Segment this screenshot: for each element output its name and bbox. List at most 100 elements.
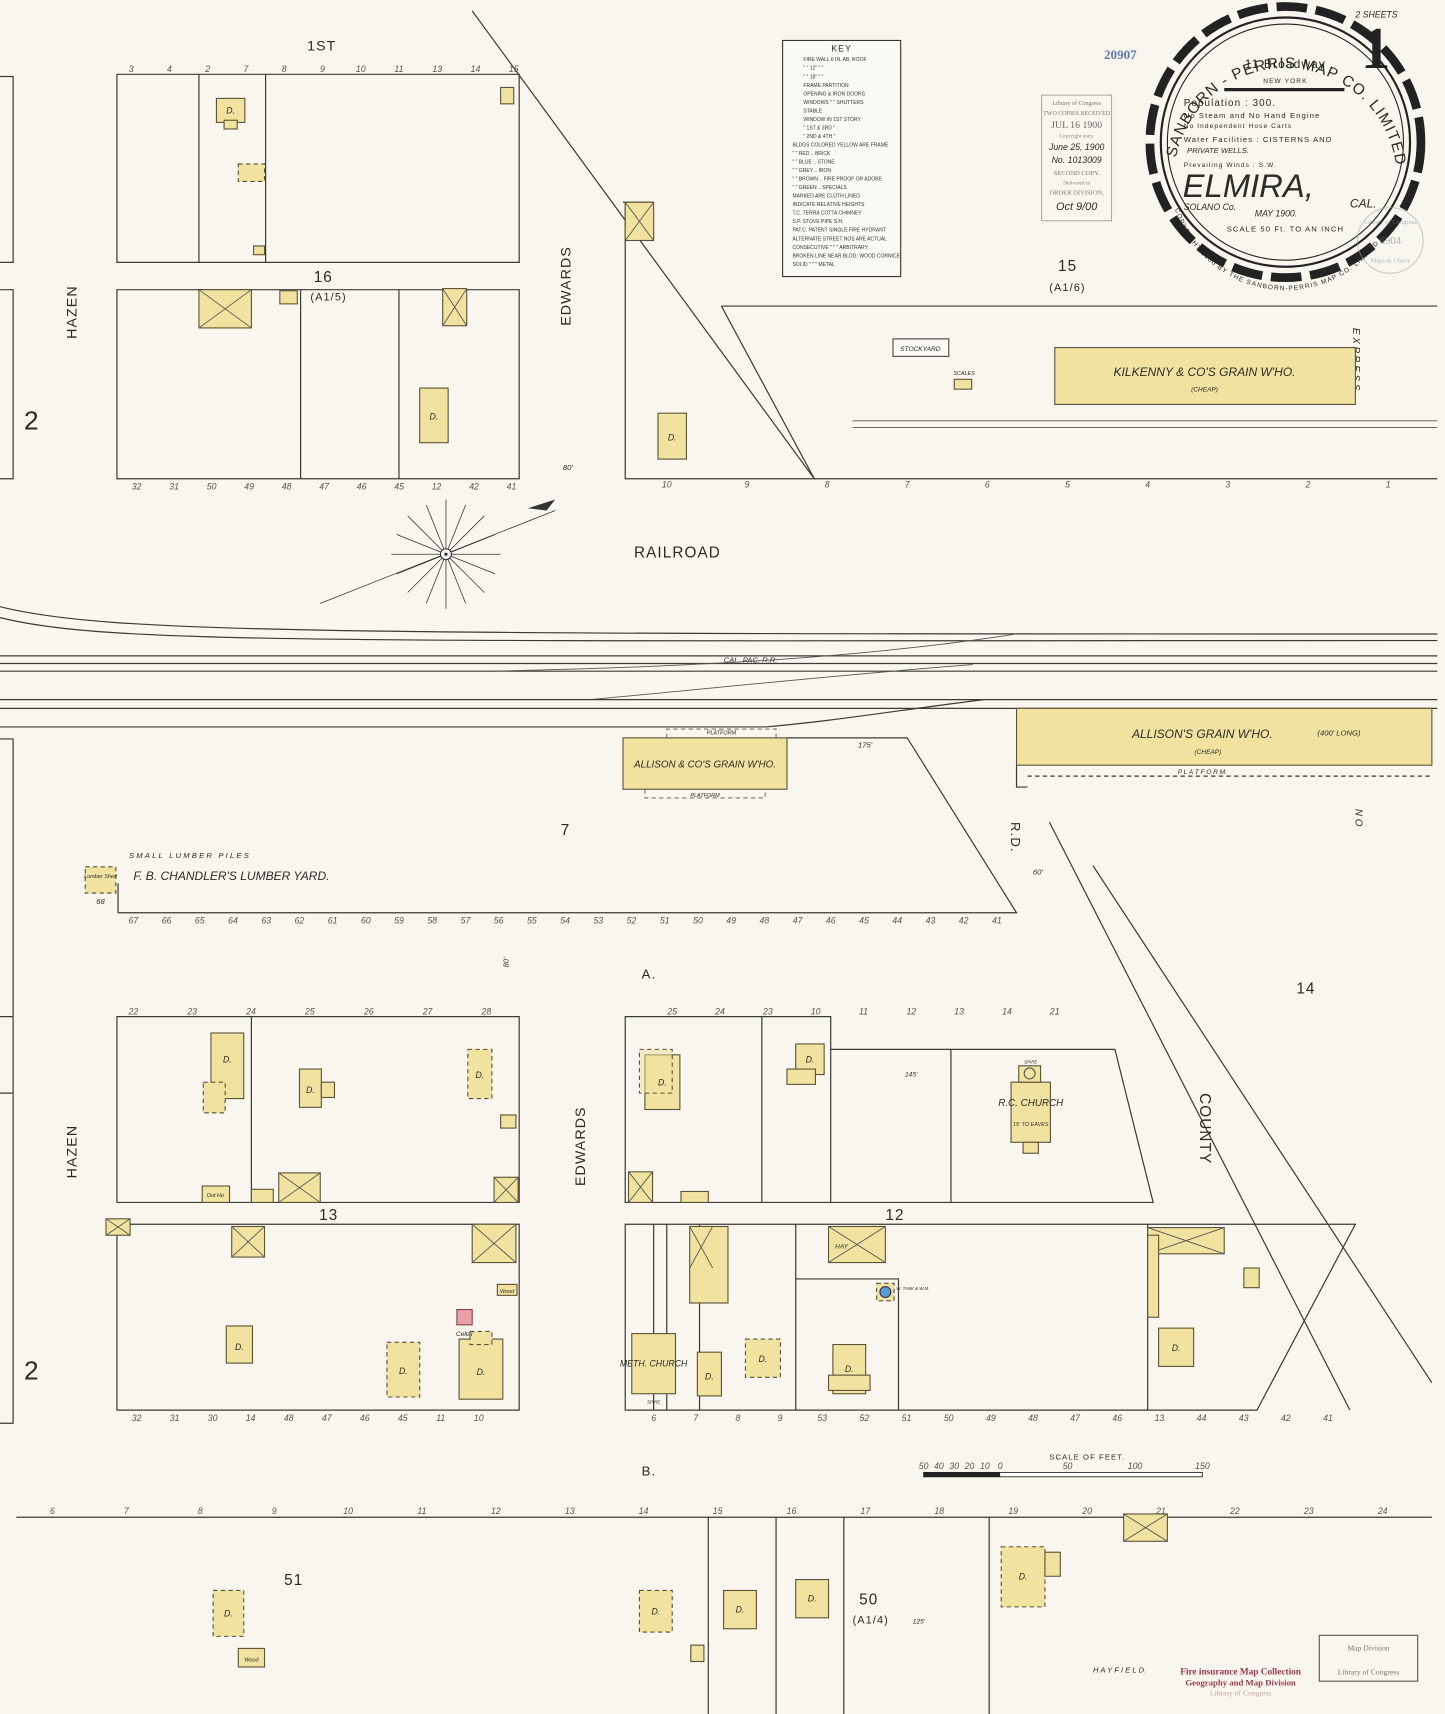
dwelling-label: D. — [668, 433, 677, 443]
lot-number: 47 — [1070, 1413, 1081, 1423]
stockyard: STOCKYARD SCALES — [892, 338, 975, 390]
dwelling-label: D. — [399, 1366, 408, 1376]
svg-text:JUL 16 1900: JUL 16 1900 — [1051, 120, 1102, 131]
lot-number: 51 — [660, 916, 670, 926]
lot-number: 59 — [394, 916, 404, 926]
lot-number: 46 — [1112, 1413, 1122, 1423]
lot-number: 5 — [1065, 480, 1070, 490]
street-b: B. — [642, 1464, 657, 1479]
lot-number: 52 — [627, 916, 637, 926]
lot-number: 27 — [422, 1006, 434, 1016]
block-14: 14 — [1296, 981, 1315, 998]
lot-number: 25 — [304, 1006, 315, 1016]
lot-number: 23 — [1303, 1506, 1314, 1516]
seal-engines: No Steam and No Hand Engine — [1184, 111, 1321, 120]
scale-tick-label: 150 — [1195, 1461, 1210, 1471]
key-line: MARKED ARE CLOTH LINED — [792, 194, 860, 200]
lot-number: 2 — [204, 64, 210, 74]
lot-number: 46 — [360, 1413, 370, 1423]
dwelling-label: D. — [845, 1364, 854, 1374]
spire-label-2: SPIRE — [647, 1400, 660, 1405]
svg-text:SECOND COPY.: SECOND COPY. — [1054, 170, 1100, 177]
seal-scale: SCALE 50 Ft. TO AN INCH — [1227, 225, 1344, 234]
lot-number: 6 — [985, 480, 990, 490]
lot-number: 24 — [1377, 1506, 1388, 1516]
block-13: 13 — [319, 1207, 338, 1224]
lot-number: 51 — [902, 1413, 912, 1423]
svg-text:2: 2 — [24, 1356, 40, 1386]
key-line: FIRE WALL 6 IN. AB. ROOF — [803, 57, 866, 63]
lot-number: 16 — [787, 1506, 797, 1516]
lot-number: 41 — [1323, 1413, 1333, 1423]
dim-175: 175' — [858, 741, 873, 750]
lot-number: 53 — [593, 916, 603, 926]
lot-number: 47 — [319, 482, 330, 492]
lot-number: 31 — [170, 1413, 180, 1423]
lot-number: 20 — [1081, 1506, 1092, 1516]
lot-number: 50 — [693, 916, 703, 926]
svg-text:80': 80' — [563, 463, 573, 472]
lot-number: 48 — [284, 1413, 294, 1423]
key-line: WINDOW IN 1ST STORY — [803, 117, 861, 123]
lot-number: 56 — [494, 916, 504, 926]
lot-number: 12 — [491, 1506, 501, 1516]
svg-text:Library of Congress: Library of Congress — [1364, 219, 1417, 226]
lot-number: 42 — [959, 916, 969, 926]
lot-number: 13 — [1155, 1413, 1165, 1423]
lot-number: 47 — [793, 916, 804, 926]
svg-text:KILKENNY & CO'S GRAIN W'HO.: KILKENNY & CO'S GRAIN W'HO. — [1114, 365, 1296, 379]
seal-county: SOLANO Co. — [1184, 202, 1236, 212]
lot-number: 49 — [726, 916, 736, 926]
scale-tick-label: 40 — [934, 1461, 944, 1471]
accession-number: 20907 — [1104, 47, 1137, 62]
hay-field-label: H A Y F I E L D. — [1093, 1665, 1146, 1674]
lot-number: 25 — [666, 1006, 677, 1016]
block-16-sub: (A1/5) — [310, 292, 346, 304]
key-line: ALTERNATE STREET NOS ARE ACTUAL — [792, 236, 887, 242]
svg-text:(400' LONG): (400' LONG) — [1317, 729, 1361, 738]
lot-number: 14 — [246, 1413, 256, 1423]
lot-number: 49 — [986, 1413, 996, 1423]
key-line: STABLE — [803, 108, 823, 114]
dwelling-label: D. — [477, 1367, 486, 1377]
svg-text:P L A T F O R M.: P L A T F O R M. — [1178, 769, 1227, 776]
street-edwards-top: EDWARDS — [559, 246, 575, 326]
key-line: " " GREY .. IRON — [792, 168, 831, 174]
key-line: " " 12" " " — [803, 66, 823, 72]
wood-label-2: Wood — [244, 1658, 259, 1664]
lot-number: 11 — [417, 1506, 426, 1516]
svg-text:SCALES: SCALES — [953, 371, 975, 377]
block-51: 51 — [284, 1572, 303, 1589]
lot-number: 43 — [1239, 1413, 1249, 1423]
lot-number: 9 — [778, 1413, 783, 1423]
dwelling-label: D. — [235, 1342, 244, 1352]
svg-text:2: 2 — [24, 406, 40, 436]
lot-number: 4 — [1145, 480, 1150, 490]
lot-number: 7 — [905, 480, 911, 490]
svg-text:80': 80' — [501, 957, 510, 967]
svg-text:SMALL LUMBER PILES: SMALL LUMBER PILES — [129, 851, 251, 860]
dwelling-label: D. — [759, 1354, 768, 1364]
loc-round-stamp: Library of Congress 6904 Maps & Charts — [1357, 207, 1424, 274]
svg-text:Maps & Charts: Maps & Charts — [1370, 257, 1410, 264]
block-50: 50 — [859, 1592, 878, 1609]
block-7: 7 — [561, 822, 571, 839]
lot-number: 54 — [560, 916, 570, 926]
lot-number: 10 — [474, 1413, 484, 1423]
lot-number: 31 — [169, 482, 179, 492]
key-line: " " RED .. BRICK — [792, 151, 830, 157]
street-hazen-bottom: HAZEN — [65, 1125, 81, 1179]
lot-number: 17 — [861, 1506, 872, 1516]
lot-number: 46 — [357, 482, 367, 492]
svg-text:6904: 6904 — [1379, 235, 1401, 247]
lot-number: 50 — [944, 1413, 954, 1423]
scale-tick-label: 100 — [1128, 1461, 1143, 1471]
lot-number: 22 — [127, 1006, 138, 1016]
svg-text:(CHEAP): (CHEAP) — [1191, 386, 1218, 393]
lot-number: 55 — [527, 916, 537, 926]
lot-number: 48 — [282, 482, 292, 492]
lot-number: 11 — [436, 1413, 445, 1423]
scale-tick-label: 50 — [919, 1461, 929, 1471]
